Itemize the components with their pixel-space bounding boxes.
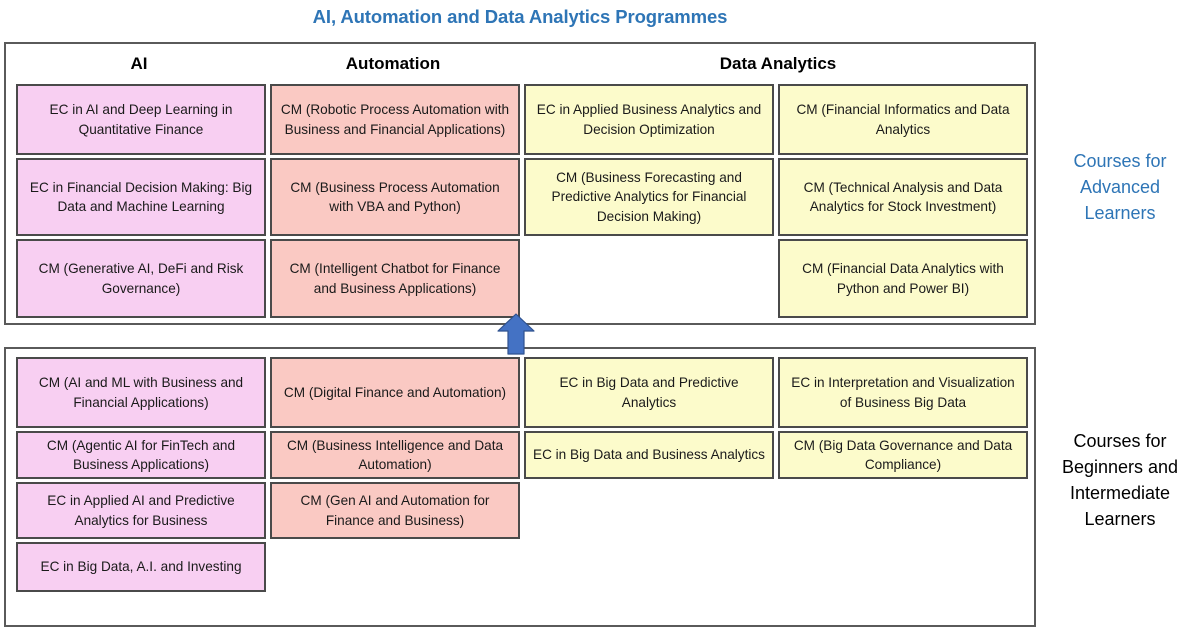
- course-card[interactable]: CM (Generative AI, DeFi and Risk Governa…: [16, 239, 266, 318]
- column-header-data-analytics: Data Analytics: [719, 54, 837, 73]
- beginner-automation-column: CM (Digital Finance and Automation) CM (…: [270, 357, 520, 542]
- course-card[interactable]: EC in Applied Business Analytics and Dec…: [524, 84, 774, 155]
- advanced-analytics-column-a: EC in Applied Business Analytics and Dec…: [524, 84, 774, 321]
- beginner-analytics-column-b: EC in Interpretation and Visualization o…: [778, 357, 1028, 482]
- course-card[interactable]: EC in Big Data and Business Analytics: [524, 431, 774, 479]
- course-card[interactable]: EC in Interpretation and Visualization o…: [778, 357, 1028, 428]
- course-card[interactable]: CM (Agentic AI for FinTech and Business …: [16, 431, 266, 479]
- side-label-beginner: Courses for Beginners and Intermediate L…: [1061, 431, 1179, 530]
- column-header-automation: Automation: [345, 54, 441, 73]
- beginner-ai-column: CM (AI and ML with Business and Financia…: [16, 357, 266, 595]
- course-card[interactable]: CM (Big Data Governance and Data Complia…: [778, 431, 1028, 479]
- course-card[interactable]: CM (Intelligent Chatbot for Finance and …: [270, 239, 520, 318]
- course-card[interactable]: CM (Technical Analysis and Data Analytic…: [778, 158, 1028, 236]
- course-card[interactable]: EC in AI and Deep Learning in Quantitati…: [16, 84, 266, 155]
- advanced-automation-column: CM (Robotic Process Automation with Busi…: [270, 84, 520, 321]
- course-card[interactable]: EC in Financial Decision Making: Big Dat…: [16, 158, 266, 236]
- course-card[interactable]: CM (Business Process Automation with VBA…: [270, 158, 520, 236]
- course-card[interactable]: CM (Business Forecasting and Predictive …: [524, 158, 774, 236]
- course-card[interactable]: CM (AI and ML with Business and Financia…: [16, 357, 266, 428]
- section-beginner-intermediate-learners: CM (AI and ML with Business and Financia…: [4, 347, 1036, 627]
- empty-slot: [524, 239, 774, 318]
- course-card[interactable]: CM (Digital Finance and Automation): [270, 357, 520, 428]
- column-header-ai: AI: [130, 54, 148, 73]
- advanced-analytics-column-b: CM (Financial Informatics and Data Analy…: [778, 84, 1028, 321]
- section-advanced-learners: AI Automation Data Analytics EC in AI an…: [4, 42, 1036, 325]
- course-card[interactable]: CM (Financial Informatics and Data Analy…: [778, 84, 1028, 155]
- course-card[interactable]: EC in Big Data and Predictive Analytics: [524, 357, 774, 428]
- course-card[interactable]: EC in Applied AI and Predictive Analytic…: [16, 482, 266, 539]
- beginner-analytics-column-a: EC in Big Data and Predictive Analytics …: [524, 357, 774, 482]
- course-card[interactable]: EC in Big Data, A.I. and Investing: [16, 542, 266, 592]
- course-card[interactable]: CM (Gen AI and Automation for Finance an…: [270, 482, 520, 539]
- side-label-advanced: Courses for Advanced Learners: [1073, 151, 1167, 224]
- page-title: AI, Automation and Data Analytics Progra…: [312, 6, 728, 27]
- course-card[interactable]: CM (Financial Data Analytics with Python…: [778, 239, 1028, 318]
- advanced-ai-column: EC in AI and Deep Learning in Quantitati…: [16, 84, 266, 321]
- up-arrow-icon: [497, 313, 535, 355]
- course-card[interactable]: CM (Robotic Process Automation with Busi…: [270, 84, 520, 155]
- course-card[interactable]: CM (Business Intelligence and Data Autom…: [270, 431, 520, 479]
